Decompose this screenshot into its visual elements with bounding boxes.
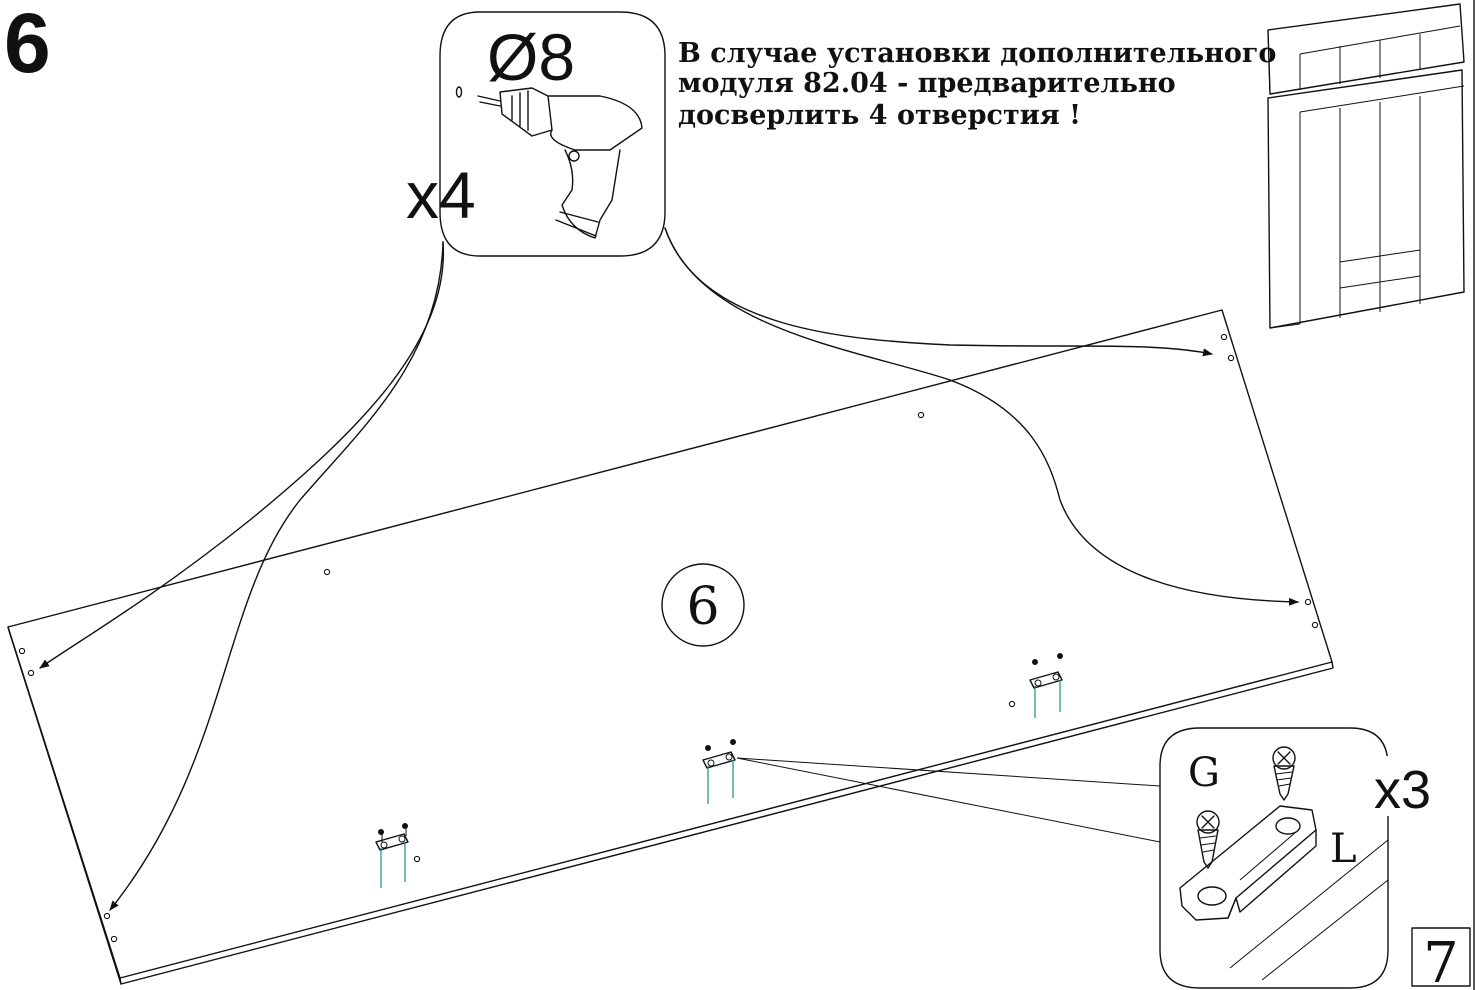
panel-hole	[1311, 621, 1319, 629]
panel-hole	[110, 935, 118, 943]
panel-hole	[1304, 598, 1312, 606]
page-number-box: 7	[1411, 927, 1471, 990]
panel-hole	[103, 912, 111, 920]
screw-icon	[1196, 810, 1220, 869]
hardware-quantity: x3	[1374, 760, 1431, 820]
panel-hole	[1220, 333, 1228, 341]
panel-label-circle	[661, 563, 745, 647]
panel-hole	[917, 411, 925, 419]
instruction-line: модуля 82.04 - предварительно	[678, 68, 1176, 99]
wardrobe-icon	[1267, 3, 1465, 329]
panel-6: 6	[7, 309, 1334, 985]
bracket-group	[1029, 653, 1063, 718]
hardware-callout: G L x3	[1159, 727, 1431, 989]
step-number: 6	[4, 0, 51, 90]
panel-holes	[18, 333, 1319, 943]
panel-hole	[323, 568, 331, 576]
drill-arrows	[39, 227, 1299, 911]
instruction-line: В случае установки дополнительного	[678, 38, 1276, 69]
hardware-label-g: G	[1188, 750, 1220, 796]
panel-hole	[27, 669, 35, 677]
panel-hole	[1227, 354, 1235, 362]
panel-label: 6	[686, 577, 719, 637]
panel-hole	[1008, 700, 1016, 708]
drill-icon	[455, 86, 643, 239]
hardware-label-l: L	[1330, 826, 1357, 872]
instruction-line: досверлить 4 отверстия !	[678, 100, 1081, 131]
drill-quantity: x4	[406, 158, 476, 232]
panel-hole	[18, 647, 26, 655]
bracket-icon	[1179, 805, 1317, 921]
bracket-group	[702, 739, 736, 804]
hardware-leader-lines	[736, 757, 1161, 843]
instruction-text: В случае установки дополнительного модул…	[678, 38, 1286, 131]
bracket-group	[375, 823, 409, 888]
screw-icon	[1272, 746, 1296, 801]
drill-callout: Ø8 x4	[406, 11, 666, 257]
drill-diameter: Ø8	[487, 20, 575, 94]
panel-hole	[413, 855, 421, 863]
page-number: 7	[1423, 931, 1459, 990]
